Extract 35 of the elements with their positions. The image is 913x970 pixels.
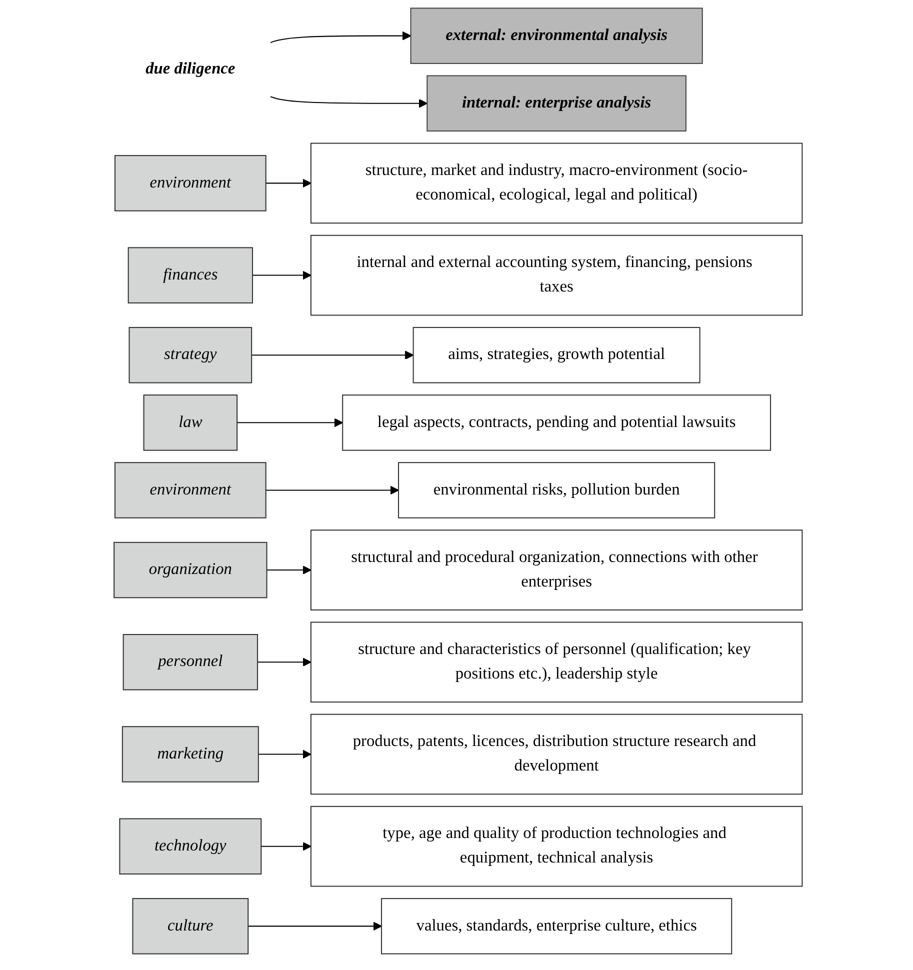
node-box: law [143,394,238,451]
node-box: aims, strategies, growth potential [412,326,700,384]
arrow [258,750,312,759]
node-box: organization [114,542,268,598]
arrow [258,658,312,667]
arrow [252,270,312,280]
arrow [270,96,428,108]
node-box: legal aspects, contracts, pending and potential lawsuits [342,394,772,451]
node-box: external: environmental analysis [410,8,703,64]
node-box: internal and external accounting system, financing, pensions taxes [310,234,803,316]
node-box: products, patents, licences, distribution structure research and development [310,714,803,795]
arrow [237,418,344,428]
node-box: structural and procedural organization, connections with other enterprises [310,530,803,610]
node-box: culture [132,898,249,954]
node-box: finances [128,247,254,304]
arrow [261,842,312,851]
node-box: marketing [122,726,259,782]
node-box: internal: enterprise analysis [426,75,686,132]
node-box: personnel [122,634,258,690]
node-box: environment [114,155,266,212]
arrow [252,350,414,360]
node-box: strategy [128,326,252,384]
node-box: environmental risks, pollution burden [398,462,716,518]
arrow [266,566,312,575]
node-box: structure and characteristics of personnel (qualification; key positions etc.), leadership style [310,622,803,703]
node-text: due diligence [146,60,236,78]
arrow [248,922,382,931]
arrow [270,31,412,44]
node-box: technology [119,818,262,874]
arrow [266,486,399,495]
arrow [266,178,312,188]
node-box: environment [114,462,266,518]
node-box: type, age and quality of production technologies and equipment, technical analysis [310,806,803,887]
node-box: values, standards, enterprise culture, ethics [380,898,732,954]
node-box: structure, market and industry, macro-environment (socio-economical, ecological, legal and political) [310,142,803,224]
